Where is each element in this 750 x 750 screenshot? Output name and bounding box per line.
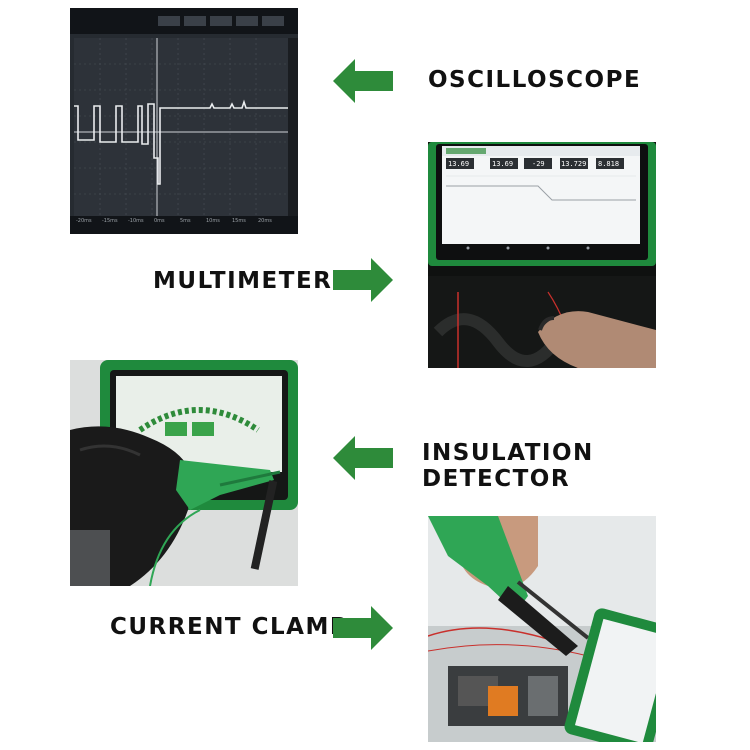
time-label: -10ms <box>128 218 144 224</box>
time-label: -20ms <box>76 218 92 224</box>
arrow-right-icon <box>333 258 393 302</box>
readout-value: 13.729 <box>561 160 586 168</box>
time-label: 0ms <box>154 218 165 224</box>
current-clamp-photo <box>428 516 656 742</box>
multimeter-photo: 13.69 13.69 -29 13.729 8.818 <box>428 142 656 368</box>
multimeter-label: MULTIMETER <box>153 268 333 294</box>
oscilloscope-photo: -20ms -15ms -10ms 0ms 5ms 10ms 15ms 20ms <box>70 8 298 234</box>
time-label: 5ms <box>180 218 191 224</box>
multimeter-device-drawing: 13.69 13.69 -29 13.729 8.818 <box>428 142 656 368</box>
time-label: 20ms <box>258 218 272 224</box>
readout-value: 13.69 <box>492 160 513 168</box>
insulation-label-line2: DETECTOR <box>422 466 571 493</box>
arrow-left-icon <box>333 59 393 103</box>
current-clamp-label: CURRENT CLAMP <box>110 614 349 640</box>
oscilloscope-screen-drawing: -20ms -15ms -10ms 0ms 5ms 10ms 15ms 20ms <box>70 8 298 234</box>
time-label: -15ms <box>102 218 118 224</box>
insulation-detector-label: INSULATION DETECTOR <box>422 440 594 493</box>
oscilloscope-label: OSCILLOSCOPE <box>428 67 642 93</box>
insulation-detector-photo <box>70 360 298 586</box>
insulation-label-line1: INSULATION <box>422 440 594 466</box>
readout-value: 8.818 <box>598 160 619 168</box>
current-clamp-drawing <box>428 516 656 742</box>
readout-value: -29 <box>532 160 545 168</box>
time-label: 15ms <box>232 218 246 224</box>
arrow-left-icon <box>333 436 393 480</box>
time-label: 10ms <box>206 218 220 224</box>
insulation-device-drawing <box>70 360 298 586</box>
arrow-right-icon <box>333 606 393 650</box>
readout-value: 13.69 <box>448 160 469 168</box>
